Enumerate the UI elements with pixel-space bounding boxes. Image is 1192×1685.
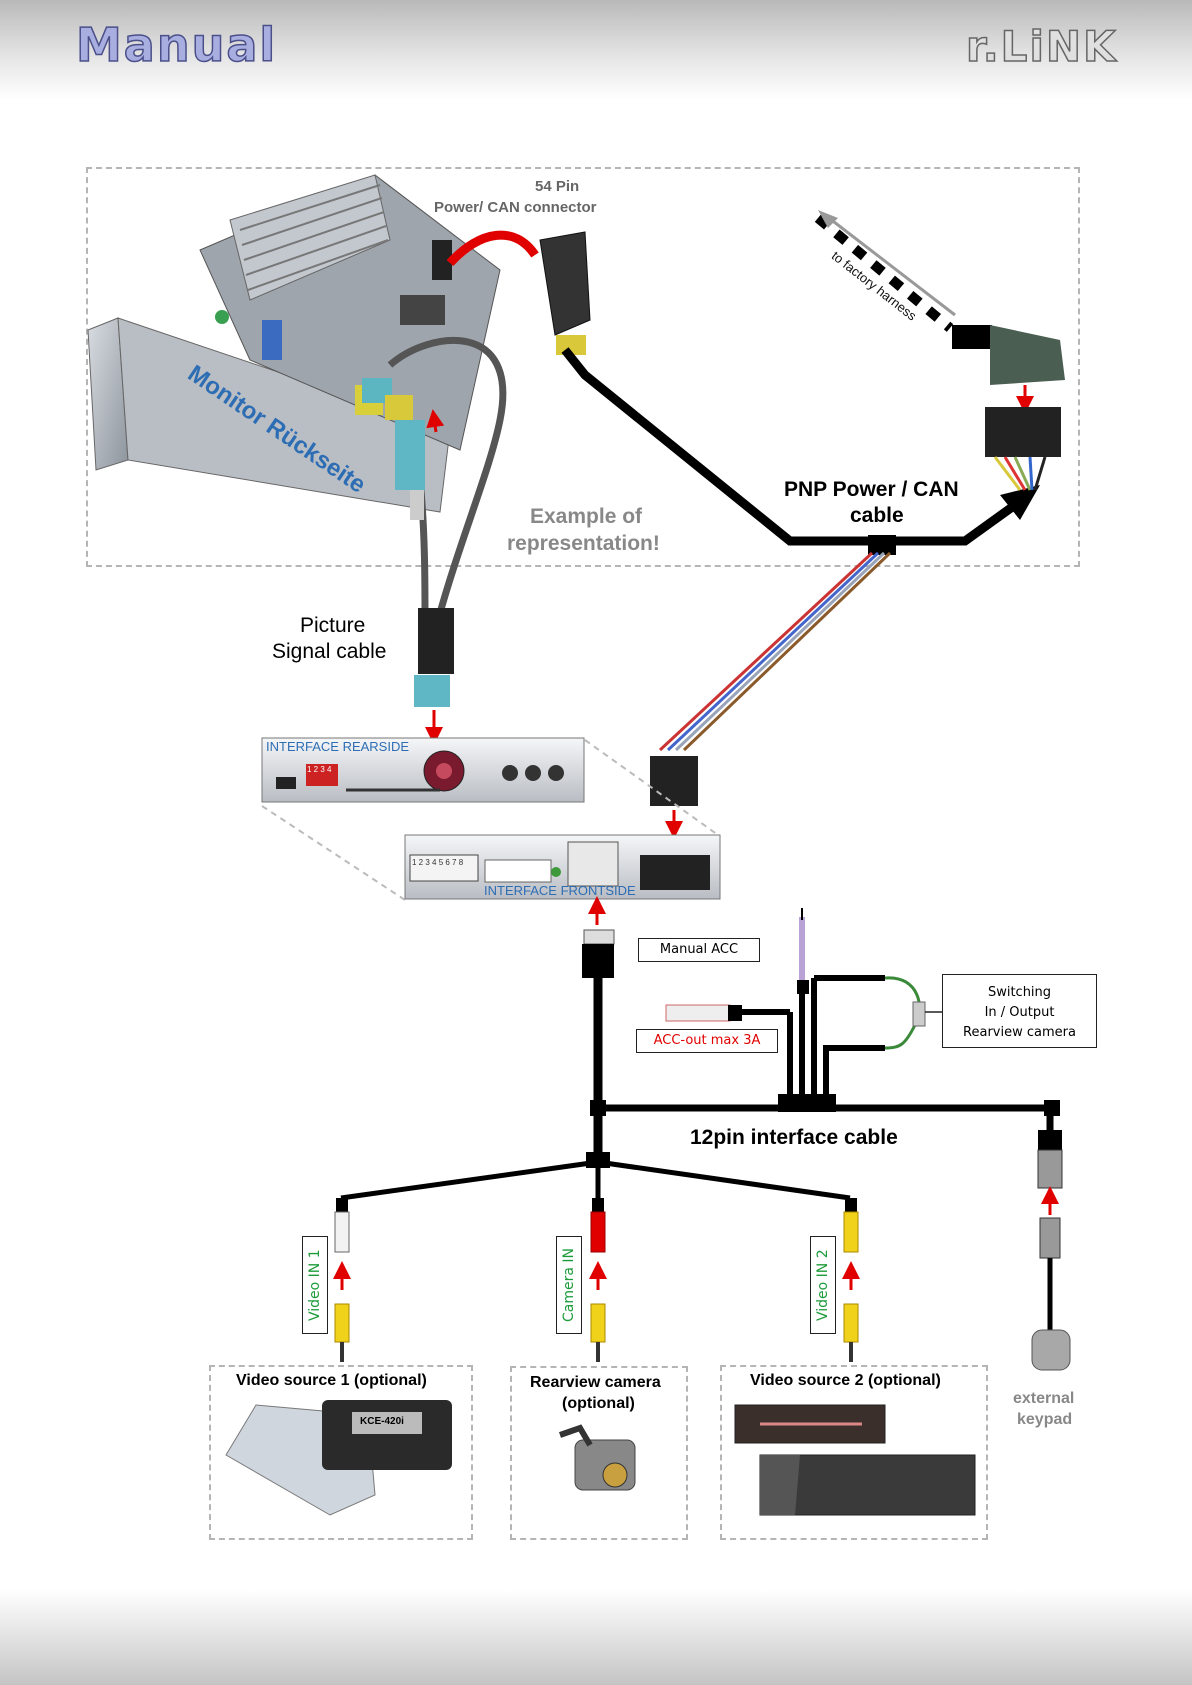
video-source2-frame — [720, 1365, 988, 1540]
switching-line3: Rearview camera — [963, 1025, 1076, 1040]
rearview-camera-frame — [510, 1366, 688, 1540]
interface-frontside-box — [404, 834, 721, 900]
example-label-line1: Example of — [530, 505, 643, 528]
video-source1-label: Video source 1 (optional) — [236, 1372, 427, 1389]
video-source2-device — [734, 1404, 976, 1516]
dip-rear-numbers: 1 2 3 4 — [307, 765, 332, 774]
picture-cable-label-line1: Picture — [300, 614, 366, 637]
keypad-label-line2: keypad — [1017, 1411, 1073, 1428]
kce-model-label: KCE-420i — [360, 1416, 404, 1427]
video-source1-frame — [209, 1365, 473, 1540]
power-can-connector-label: Power/ CAN connector — [434, 199, 597, 216]
interface-frontside-label: INTERFACE FRONTSIDE — [484, 883, 636, 898]
manual-acc-label: Manual ACC — [638, 938, 760, 962]
example-label-line2: representation! — [507, 532, 660, 555]
picture-cable-label-line2: Signal cable — [272, 640, 387, 663]
interface-rearside-box — [261, 737, 585, 803]
switching-line2: In / Output — [984, 1005, 1055, 1020]
rca-connectors — [333, 1198, 860, 1362]
video-source1-device — [225, 1400, 452, 1516]
pnp-cable-label-line1: PNP Power / CAN — [784, 478, 959, 501]
rearview-camera-label-line1: Rearview camera — [530, 1374, 661, 1391]
monitor-area-frame — [86, 167, 1080, 567]
footer-bar — [0, 1590, 1192, 1685]
camera-in-label: Camera IN — [556, 1236, 582, 1334]
video-in2-label: Video IN 2 — [810, 1236, 836, 1334]
switching-line1: Switching — [987, 985, 1052, 1000]
video-source2-label: Video source 2 (optional) — [750, 1372, 941, 1389]
rearview-camera-device — [559, 1424, 636, 1491]
header-bar — [0, 0, 1192, 100]
keypad-connector — [1031, 1130, 1071, 1371]
12pin-cable-label: 12pin interface cable — [690, 1126, 898, 1149]
dip-front-numbers: 1 2 3 4 5 6 7 8 — [412, 858, 464, 867]
switching-io-box: Switching In / Output Rearview camera — [942, 974, 1097, 1048]
pnp-cable-label-line2: cable — [850, 504, 904, 527]
rlink-logo: r.LiNK — [965, 21, 1118, 72]
interface-rearside-label: INTERFACE REARSIDE — [266, 739, 410, 754]
monitor-unit-illustration — [87, 174, 501, 513]
54-pin-connector — [539, 231, 591, 355]
54-pin-label: 54 Pin — [535, 178, 580, 195]
keypad-label-line1: external — [1013, 1390, 1075, 1407]
manual-logo: Manual — [75, 17, 278, 73]
video-in1-label: Video IN 1 — [302, 1236, 328, 1334]
rearview-camera-label-line2: (optional) — [562, 1395, 635, 1412]
acc-out-label: ACC-out max 3A — [636, 1029, 778, 1053]
